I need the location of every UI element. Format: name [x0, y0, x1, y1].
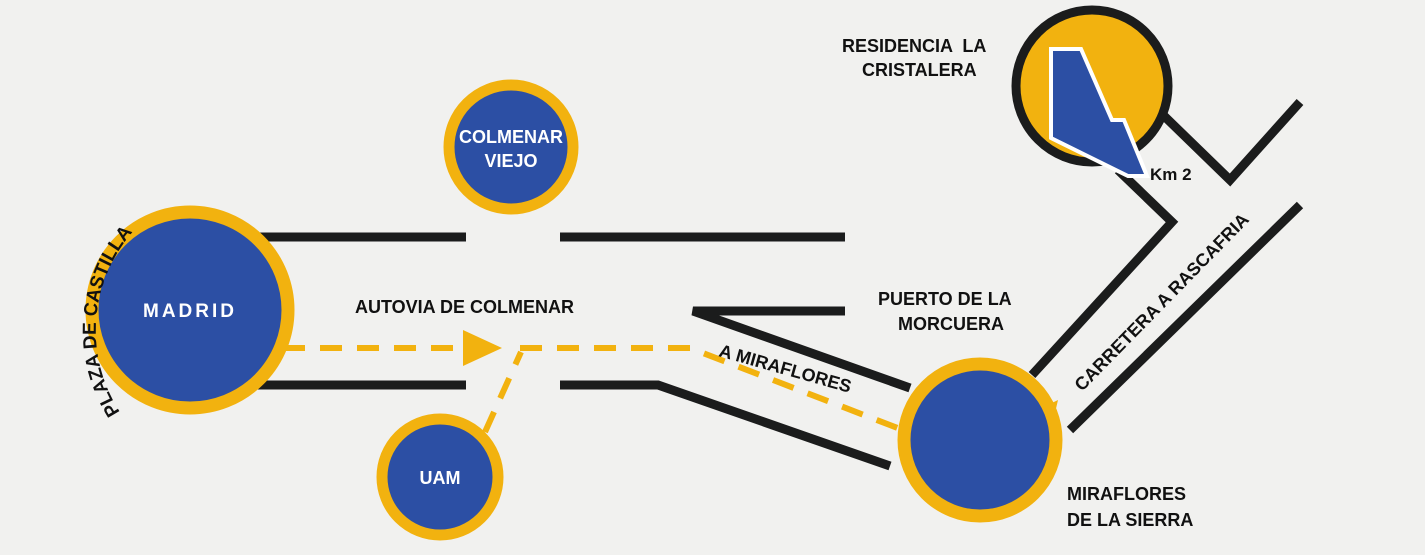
miraflores-label-line2: DE LA SIERRA — [1067, 510, 1193, 530]
puerto-label-line2: MORCUERA — [898, 314, 1004, 334]
a-miraflores-label: A MIRAFLORES — [717, 341, 854, 397]
residencia-building-icon — [1049, 47, 1150, 178]
puerto-label-line1: PUERTO DE LA — [878, 289, 1012, 309]
residencia-label-line1: RESIDENCIA LA — [842, 36, 986, 56]
node-madrid-label: MADRID — [143, 301, 237, 322]
node-madrid[interactable]: MADRID — [85, 205, 295, 415]
node-colmenar-label-line1: COLMENAR — [459, 127, 563, 147]
node-colmenar-viejo[interactable]: COLMENAR VIEJO — [443, 79, 579, 215]
node-colmenar-label-line2: VIEJO — [484, 151, 537, 171]
node-uam[interactable]: UAM — [376, 413, 504, 541]
roads — [240, 98, 1304, 471]
node-miraflores[interactable] — [897, 357, 1063, 523]
autovia-south-lane-east — [560, 380, 892, 471]
puerto-road — [691, 306, 912, 393]
route-arrow-east — [463, 330, 502, 366]
node-residencia[interactable] — [1011, 5, 1173, 178]
carretera-lower — [1066, 201, 1304, 434]
residencia-label-line2: CRISTALERA — [862, 60, 977, 80]
node-uam-label: UAM — [420, 468, 461, 488]
km2-road — [1156, 98, 1304, 187]
autovia-label: AUTOVIA DE COLMENAR — [355, 297, 574, 317]
km2-label: Km 2 — [1150, 165, 1192, 184]
miraflores-label-line1: MIRAFLORES — [1067, 484, 1186, 504]
carretera-upper — [1028, 166, 1179, 379]
route-uam-segment — [482, 350, 524, 434]
